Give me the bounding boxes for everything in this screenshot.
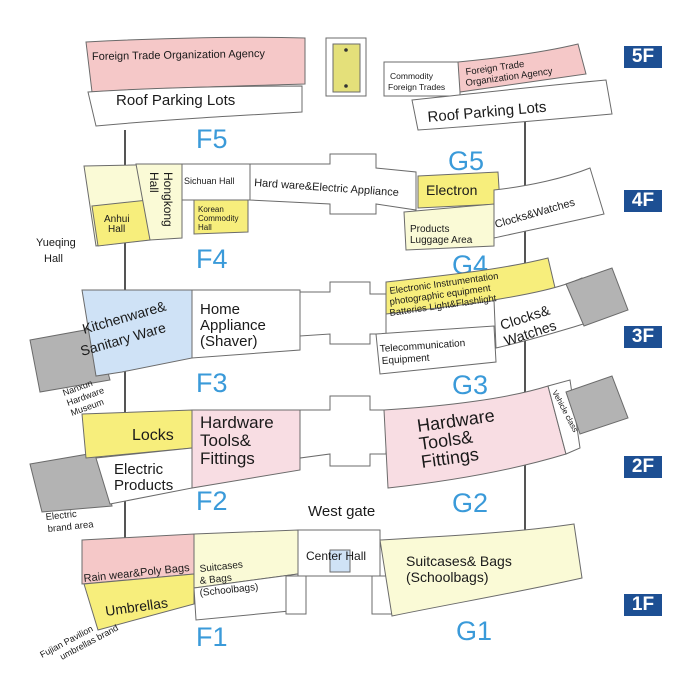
2f-left-gray-wing — [29, 451, 113, 513]
4f-korean-commodity-zone[interactable] — [193, 199, 249, 235]
4f-hongkong-hall-zone[interactable] — [135, 163, 183, 241]
4f-hongkong-label-1: Hongkong — [161, 172, 175, 227]
building-f2-label: F2 — [196, 486, 228, 516]
2f-hardware-left-label-1: Hardware — [200, 413, 274, 432]
floor-badge-4f[interactable]: 4F — [624, 190, 662, 212]
building-g3-label: G3 — [452, 370, 488, 400]
2f-products-label: Products — [114, 477, 173, 494]
2f-hardware-right-zone[interactable] — [383, 385, 567, 489]
4f-yueqing-label-1: Yueqing — [36, 237, 76, 249]
floor-badge-1f[interactable]: 1F — [624, 594, 662, 616]
2f-locks-label: Locks — [132, 427, 174, 444]
3f-shaver-label: (Shaver) — [200, 333, 258, 350]
3f-appliance-label: Appliance — [200, 317, 266, 334]
3f-home-label: Home — [200, 301, 240, 318]
1f-suitcases-right-zone[interactable] — [379, 523, 583, 617]
4f-products-luggage-zone[interactable] — [403, 203, 495, 251]
4f-electron-label: Electron — [426, 182, 477, 198]
4f-anhui-label-2: Hall — [108, 224, 125, 235]
2f-hardware-left-zone[interactable] — [191, 409, 301, 489]
2f-center-corridor — [299, 395, 387, 467]
floor-badge-2f[interactable]: 2F — [624, 456, 662, 478]
2f-electric-brand-label-2: brand area — [47, 519, 95, 535]
3f-right-gray-wing — [565, 267, 629, 327]
3f-telecom-label-2: Equipment — [381, 353, 430, 367]
4f-clocks-watches-zone[interactable] — [493, 167, 605, 239]
4f-hongkong-label-2: Hall — [147, 172, 161, 193]
1f-suitcases-right-label-1: Suitcases& Bags — [406, 553, 512, 569]
building-g1-label: G1 — [456, 616, 492, 646]
1f-suitcases-left-label-2: & Bags — [199, 573, 232, 587]
4f-hardware-electric-zone[interactable] — [249, 153, 417, 215]
1f-center-hall-label: Center Hall — [306, 549, 366, 563]
3f-home-appliance-zone[interactable] — [191, 289, 301, 359]
5f-foreign-trades-label: Foreign Trades — [388, 82, 445, 92]
4f-korean-label-3: Hall — [198, 223, 212, 232]
1f-suitcases-right-label-2: (Schoolbags) — [406, 569, 489, 585]
building-g5-label: G5 — [448, 146, 484, 176]
2f-right-gray-wing — [565, 375, 629, 435]
2f-electric-label: Electric — [114, 461, 164, 478]
4f-luggage-area-label: Luggage Area — [410, 235, 473, 246]
1f-suitcases-left-label-1: Suitcases — [199, 560, 243, 575]
1f-umbrellas-zone[interactable] — [83, 573, 195, 631]
3f-telecom-zone[interactable] — [375, 325, 497, 375]
floor-badge-3f[interactable]: 3F — [624, 326, 662, 348]
floor-1f: West gate Center Hall Rain wear&Poly Bag… — [38, 503, 583, 662]
1f-left-stairwell — [285, 575, 307, 615]
building-f1-label: F1 — [196, 622, 228, 652]
1f-center-hall-core — [329, 549, 351, 573]
5f-commodity-label: Commodity — [390, 71, 434, 81]
3f-nanxun-gray-wing — [29, 327, 111, 393]
floor-badge-5f[interactable]: 5F — [624, 46, 662, 68]
5f-foreign-trade-left-zone[interactable] — [85, 36, 306, 93]
building-f4-label: F4 — [196, 244, 228, 274]
2f-electric-brand-label-1: Electric — [45, 509, 77, 523]
2f-hardware-left-label-2: Tools& — [200, 431, 252, 450]
4f-sichuan-label: Sichuan Hall — [184, 176, 235, 186]
floor-2f: Locks Hardware Tools& Fittings Electric … — [29, 375, 629, 535]
floor-4f: Hongkong Hall Sichuan Hall Hard ware&Ele… — [36, 153, 605, 280]
5f-foreign-trade-left-label: Foreign Trade Organization Agency — [92, 48, 266, 63]
building-f3-label: F3 — [196, 368, 228, 398]
4f-products-label: Products — [410, 224, 449, 235]
building-f5-label: F5 — [196, 124, 228, 154]
4f-anhui-label-1: Anhui — [104, 214, 130, 225]
5f-roof-parking-left-label: Roof Parking Lots — [116, 92, 235, 109]
5f-foreign-trade-right-zone[interactable] — [457, 43, 587, 93]
2f-hardware-left-label-3: Fittings — [200, 449, 255, 468]
building-g2-label: G2 — [452, 488, 488, 518]
5f-central-atrium — [332, 43, 361, 93]
4f-korean-label-1: Korean — [198, 205, 224, 214]
3f-center-corridor — [299, 281, 387, 345]
1f-west-gate-label: West gate — [308, 503, 375, 520]
5f-roof-parking-left-zone[interactable] — [87, 85, 303, 127]
3f-kitchenware-zone[interactable] — [81, 289, 193, 377]
4f-yueqing-label-2: Hall — [44, 253, 63, 265]
5f-roof-parking-right-zone[interactable] — [411, 79, 613, 131]
floor-3f: Kitchenware& Sanitary Ware Home Applianc… — [29, 257, 629, 418]
floor-5f: Foreign Trade Organization Agency Roof P… — [85, 36, 613, 176]
4f-korean-label-2: Commodity — [198, 214, 238, 223]
